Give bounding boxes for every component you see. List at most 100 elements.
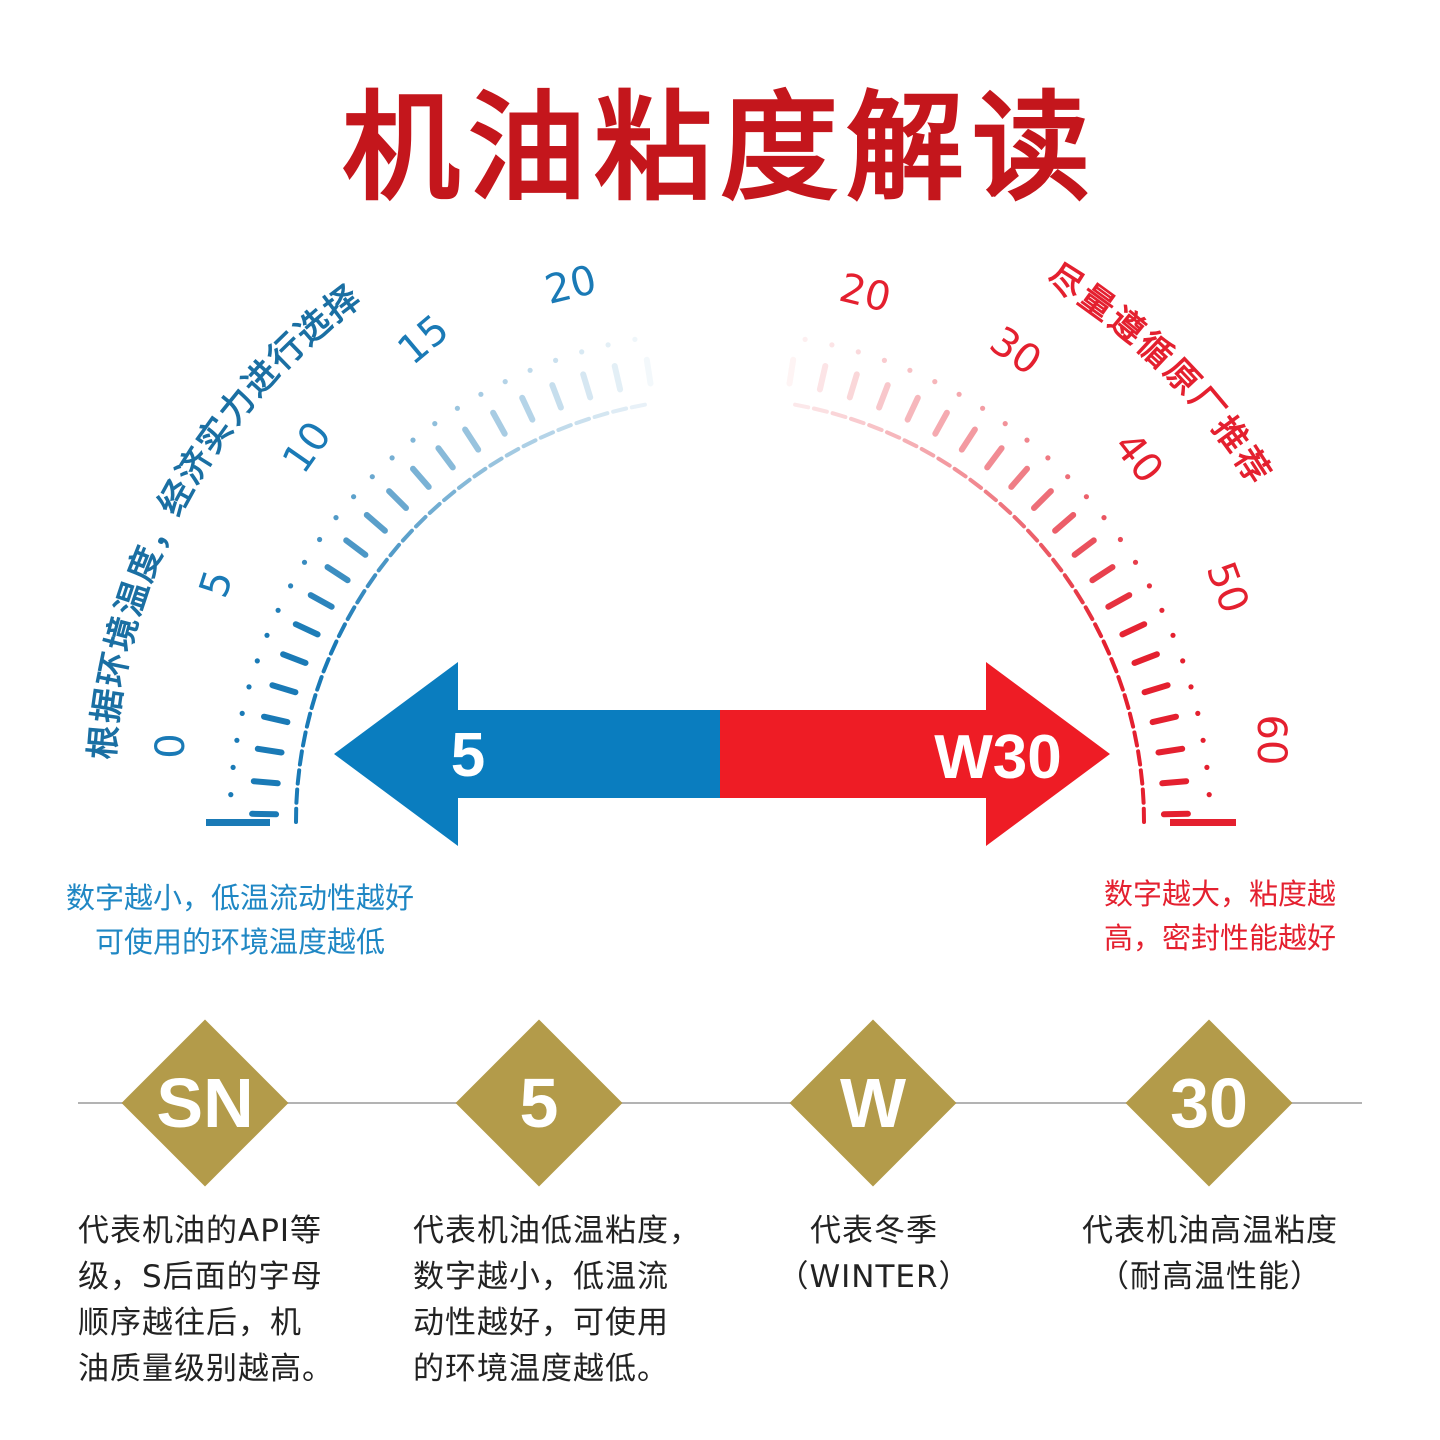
high-temp-note: 数字越大，粘度越 高，密封性能越好 [1103, 877, 1336, 955]
scale-tick [292, 621, 321, 638]
scale-arc-segment [629, 402, 647, 410]
scale-dot [1195, 710, 1201, 717]
scale-arc-segment [1062, 573, 1075, 589]
scale-tick [386, 488, 409, 511]
scale-dot [275, 607, 281, 613]
scale-arc-segment [400, 528, 414, 543]
left-scale-caption-text: 根据环境温度，经济实力进行选择 [83, 277, 369, 761]
scale-arc-segment [321, 657, 331, 674]
right-tick-label: 30 [981, 318, 1049, 385]
scale-dot [1065, 474, 1071, 480]
right-tick-label: 20 [835, 265, 896, 322]
scale-dot [932, 379, 938, 385]
scale-arc-segment [1109, 657, 1119, 674]
scale-dot [1180, 658, 1186, 664]
scale-dot [1101, 515, 1107, 521]
scale-arc-segment [472, 466, 488, 479]
scale-arc-segment [1122, 693, 1131, 710]
scale-arc-segment [936, 456, 952, 468]
scale-dot [1200, 737, 1206, 743]
scale-dot [264, 632, 270, 638]
scale-arc-segment [611, 406, 629, 414]
scale-tick [1149, 713, 1179, 726]
right-tick-label: 60 [1248, 715, 1294, 766]
scale-tick [1089, 564, 1116, 584]
scale-arc-segment [849, 416, 866, 426]
scale-tick [1031, 488, 1054, 511]
scale-arc-segment [538, 430, 555, 440]
right-tick-label: 40 [1104, 424, 1172, 492]
scale-tick [254, 745, 285, 756]
scale-dot [239, 710, 245, 717]
scale-dot [301, 559, 308, 565]
scale-tick [490, 409, 508, 437]
scale-tick [435, 445, 456, 471]
scale-tick [1008, 465, 1030, 490]
scale-tick [410, 465, 432, 490]
scale-tick [816, 363, 829, 393]
scale-tick [1105, 592, 1133, 610]
scale-tick [307, 592, 335, 610]
left-tick-label: 20 [541, 257, 602, 314]
scale-arc-segment [309, 693, 318, 710]
scale-dot [454, 405, 460, 411]
scale-dot [410, 437, 416, 443]
left-scale-caption: 根据环境温度，经济实力进行选择 [83, 277, 367, 761]
scale-arc-segment [1039, 542, 1052, 558]
scale-arc-segment [1093, 622, 1104, 639]
scale-dot [829, 342, 835, 348]
arrow-right-half [720, 662, 1110, 846]
scale-tick [1160, 810, 1191, 818]
scale-arc-segment [297, 749, 304, 767]
scale-arc-segment [414, 515, 428, 529]
scale-arc-segment [427, 502, 442, 515]
left-tick-label: 0 [148, 733, 194, 758]
scale-arc-segment [442, 489, 457, 503]
code-description: 代表机油低温粘度， 数字越小，低温流 动性越好，可使用 的环境温度越低。 [413, 1213, 701, 1387]
code-label: 30 [1170, 1064, 1248, 1142]
scale-arc-segment [355, 589, 367, 605]
scale-tick [261, 713, 291, 726]
scale-arc-segment [1116, 675, 1125, 692]
scale-dot [553, 357, 559, 363]
right-scale-base-bar [1170, 819, 1236, 826]
scale-arc-segment [1083, 605, 1095, 621]
scale-arc-segment [388, 542, 401, 558]
scale-dot [389, 455, 395, 461]
right-scale-arcs [786, 336, 1213, 825]
code-description: 代表机油的API等 级，S后面的字母 顺序越往后，机 油质量级别越高。 [78, 1213, 334, 1387]
scale-dot [432, 421, 438, 427]
scale-arc-segment [1026, 528, 1040, 543]
scale-tick [580, 371, 594, 401]
arrow-left-label: 5 [451, 721, 485, 790]
scale-dot [288, 583, 294, 589]
scale-tick [1071, 537, 1097, 558]
scale-tick [1131, 651, 1160, 666]
scale-dot [369, 474, 375, 480]
scale-dot [1206, 792, 1212, 798]
scale-dot [230, 764, 236, 771]
scale-arc-segment [1132, 730, 1139, 748]
scale-arc-segment [315, 675, 324, 692]
scale-tick [786, 356, 797, 387]
scale-tick [363, 512, 388, 534]
scale-arc-segment [867, 423, 884, 432]
scale-dot [956, 391, 962, 397]
scale-dot [980, 405, 986, 411]
codes-divider-line [78, 1102, 1362, 1104]
scale-tick [932, 409, 950, 437]
scale-dot [605, 342, 611, 348]
scale-arc-segment [574, 416, 591, 426]
scale-arc-segment [952, 466, 968, 479]
scale-dot [478, 391, 484, 397]
scale-tick [1141, 682, 1171, 696]
scale-tick [343, 537, 369, 558]
scale-dot [228, 792, 234, 798]
scale-tick [519, 394, 536, 423]
scale-arc-segment [1127, 711, 1136, 729]
scale-arc-segment [328, 639, 339, 656]
scale-tick [1159, 778, 1190, 787]
scale-dot [502, 379, 508, 385]
scale-tick [904, 394, 921, 423]
scale-tick [846, 371, 860, 401]
